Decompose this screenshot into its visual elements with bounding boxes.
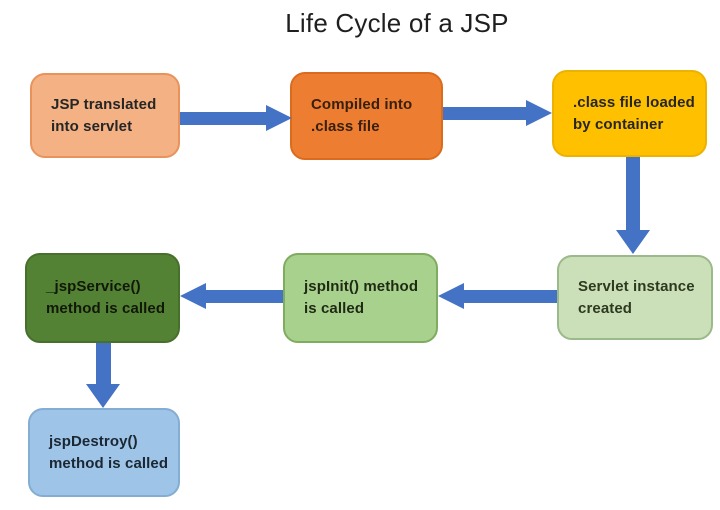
node-jspdestroy-called-label: jspDestroy() method is called xyxy=(49,432,169,472)
node-jspdestroy-called: jspDestroy() method is called xyxy=(28,408,180,497)
node-compiled-class-file: Compiled into .class file xyxy=(290,72,443,160)
node-servlet-instance-created-label: Servlet instance created xyxy=(578,277,695,317)
node-jspservice-called-label: _jspService() method is called xyxy=(46,278,166,317)
node-jspinit-called: jspInit() method is called xyxy=(283,253,438,343)
node-jsp-translated: JSP translated into servlet xyxy=(30,73,180,158)
node-compiled-class-file-label: Compiled into .class file xyxy=(311,96,413,135)
node-class-file-loaded: .class file loaded by container xyxy=(552,70,707,157)
node-servlet-instance-created: Servlet instance created xyxy=(557,255,713,340)
node-class-file-loaded-label: .class file loaded by container xyxy=(573,93,695,133)
node-jsp-translated-label: JSP translated into servlet xyxy=(51,95,157,135)
diagram-title: Life Cycle of a JSP xyxy=(285,8,509,38)
node-jspinit-called-label: jspInit() method is called xyxy=(304,278,419,317)
node-jspservice-called: _jspService() method is called xyxy=(25,253,180,343)
